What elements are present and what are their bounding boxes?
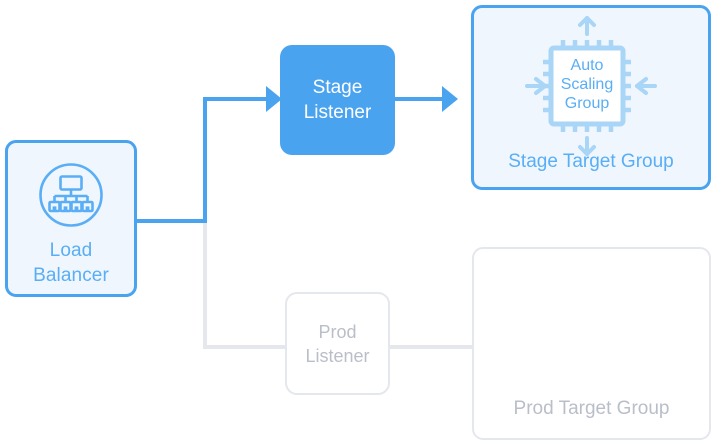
node-prod-listener[interactable]: Prod Listener — [285, 292, 390, 395]
prod-listener-label-line2: Listener — [305, 345, 370, 366]
prod-listener-label: Prod Listener — [305, 320, 369, 368]
prod-listener-label-line1: Prod — [318, 321, 357, 342]
node-stage-target-group[interactable]: Auto Scaling Group Stage Target Group — [471, 5, 711, 190]
node-prod-target-group[interactable]: Prod Target Group — [472, 247, 711, 440]
node-stage-listener[interactable]: Stage Listener — [280, 45, 395, 155]
load-balancer-hierarchy-icon — [38, 162, 104, 228]
stage-listener-label-line1: Stage — [312, 77, 363, 98]
load-balancer-label: Load Balancer — [33, 238, 109, 288]
asg-label-line3: Group — [565, 95, 610, 112]
auto-scaling-group-chip-icon: Auto Scaling Group — [515, 16, 667, 156]
arrowhead-into-stage-tg — [442, 86, 458, 112]
stage-target-group-label: Stage Target Group — [508, 151, 674, 172]
load-balancer-label-line2: Balancer — [33, 265, 109, 286]
stage-listener-label-line2: Listener — [303, 102, 372, 123]
asg-label-line1: Auto — [571, 57, 604, 74]
stage-listener-label: Stage Listener — [304, 75, 372, 125]
load-balancer-label-line1: Load — [49, 240, 93, 261]
connector-lb-to-prod-listener — [203, 219, 288, 349]
node-load-balancer[interactable]: Load Balancer — [5, 140, 137, 297]
asg-label-line2: Scaling — [561, 76, 613, 93]
connector-lb-to-stage-listener — [133, 97, 270, 223]
prod-target-group-label: Prod Target Group — [513, 398, 670, 419]
